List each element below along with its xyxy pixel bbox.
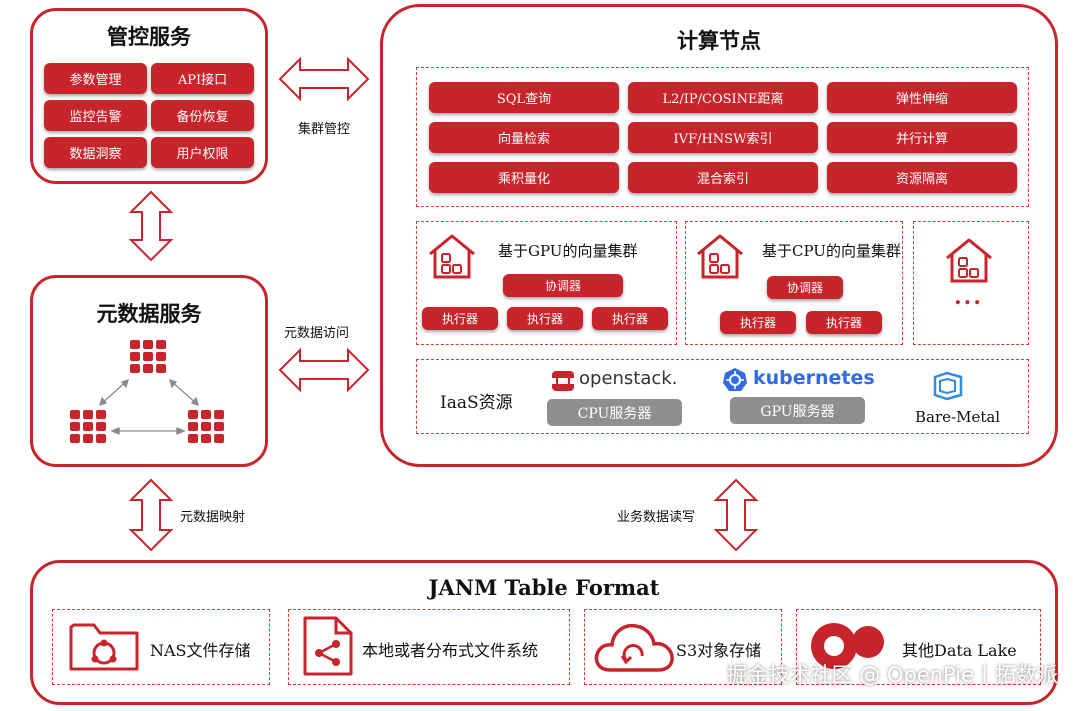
control-metadata-arrow xyxy=(128,190,174,262)
more-cluster-house-icon xyxy=(946,238,992,283)
cpu-executor-2: 执行器 xyxy=(806,311,882,334)
metadata-access-arrow xyxy=(278,347,370,393)
metadata-mapping-label: 元数据映射 xyxy=(180,510,246,525)
control-item-api: API接口 xyxy=(151,63,254,94)
control-item-permissions: 用户权限 xyxy=(151,137,254,168)
gpu-coordinator: 协调器 xyxy=(503,274,623,297)
nas-folder-icon xyxy=(69,623,139,671)
control-item-backup: 备份恢复 xyxy=(151,100,254,131)
feature-parallel: 并行计算 xyxy=(827,122,1017,153)
s3-label: S3对象存储 xyxy=(676,641,762,660)
metadata-service-title: 元数据服务 xyxy=(96,301,202,326)
feature-vector-search: 向量检索 xyxy=(429,122,619,153)
more-cluster-box xyxy=(913,221,1029,345)
file-share-icon xyxy=(303,616,353,676)
compute-node-title: 计算节点 xyxy=(677,28,761,53)
cpu-cluster-title: 基于CPU的向量集群 xyxy=(762,242,901,260)
fs-label: 本地或者分布式文件系统 xyxy=(362,641,539,660)
nas-box xyxy=(52,609,270,685)
business-rw-arrow xyxy=(713,478,759,552)
nas-label: NAS文件存储 xyxy=(150,641,251,660)
feature-hybrid-index: 混合索引 xyxy=(628,162,818,193)
gpu-cluster-box xyxy=(416,221,677,345)
feature-area xyxy=(416,67,1029,207)
feature-index: IVF/HNSW索引 xyxy=(628,122,818,153)
watermark: 掘金技术社区 @ OpenPie丨拓数派 xyxy=(726,663,1058,687)
gpu-executor-3: 执行器 xyxy=(592,307,668,330)
compute-node-panel: 计算节点 xyxy=(380,4,1058,467)
gpu-cluster-title: 基于GPU的向量集群 xyxy=(498,242,638,260)
kubernetes-icon xyxy=(723,368,747,391)
fs-box xyxy=(288,609,570,685)
data-lake-icon xyxy=(811,623,884,669)
feature-elastic: 弹性伸缩 xyxy=(827,82,1017,113)
feature-distance: L2/IP/COSINE距离 xyxy=(628,82,818,113)
more-ellipsis: ... xyxy=(954,284,983,310)
cluster-mgmt-arrow xyxy=(278,56,370,102)
cpu-executor-1: 执行器 xyxy=(720,311,796,334)
cpu-coordinator: 协调器 xyxy=(767,276,843,299)
gpu-server: GPU服务器 xyxy=(730,397,865,424)
kubernetes-logo-text: kubernetes xyxy=(753,367,875,389)
iaas-label: IaaS资源 xyxy=(440,393,513,413)
s3-box xyxy=(584,609,782,685)
metadata-mapping-arrow xyxy=(128,478,174,552)
feature-pq: 乘积量化 xyxy=(429,162,619,193)
feature-sql: SQL查询 xyxy=(429,82,619,113)
openstack-icon xyxy=(552,371,574,391)
table-format-panel: JANM Table Format xyxy=(30,560,1058,705)
gpu-cluster-house-icon xyxy=(429,234,475,279)
metadata-access-label: 元数据访问 xyxy=(284,326,350,341)
data-lake-box xyxy=(796,609,1041,685)
bare-metal-icon xyxy=(933,371,963,401)
control-item-alerts: 监控告警 xyxy=(44,100,147,131)
gpu-executor-1: 执行器 xyxy=(422,307,498,330)
cpu-cluster-house-icon xyxy=(697,234,743,279)
metadata-nodes-diagram xyxy=(70,340,224,443)
cloud-upload-icon xyxy=(594,623,674,672)
iaas-box xyxy=(416,359,1029,434)
bare-metal-label: Bare-Metal xyxy=(915,408,1001,426)
data-lake-label: 其他Data Lake xyxy=(902,641,1017,660)
cluster-mgmt-label: 集群管控 xyxy=(298,122,351,137)
control-service-title: 管控服务 xyxy=(107,24,191,49)
feature-isolation: 资源隔离 xyxy=(827,162,1017,193)
gpu-executor-2: 执行器 xyxy=(507,307,583,330)
openstack-logo-text: openstack. xyxy=(579,368,678,389)
table-format-title: JANM Table Format xyxy=(428,575,660,600)
control-item-params: 参数管理 xyxy=(44,63,147,94)
business-rw-label: 业务数据读写 xyxy=(617,510,696,525)
cpu-cluster-box xyxy=(685,221,903,345)
cpu-server: CPU服务器 xyxy=(547,399,682,426)
control-item-insight: 数据洞察 xyxy=(44,137,147,168)
